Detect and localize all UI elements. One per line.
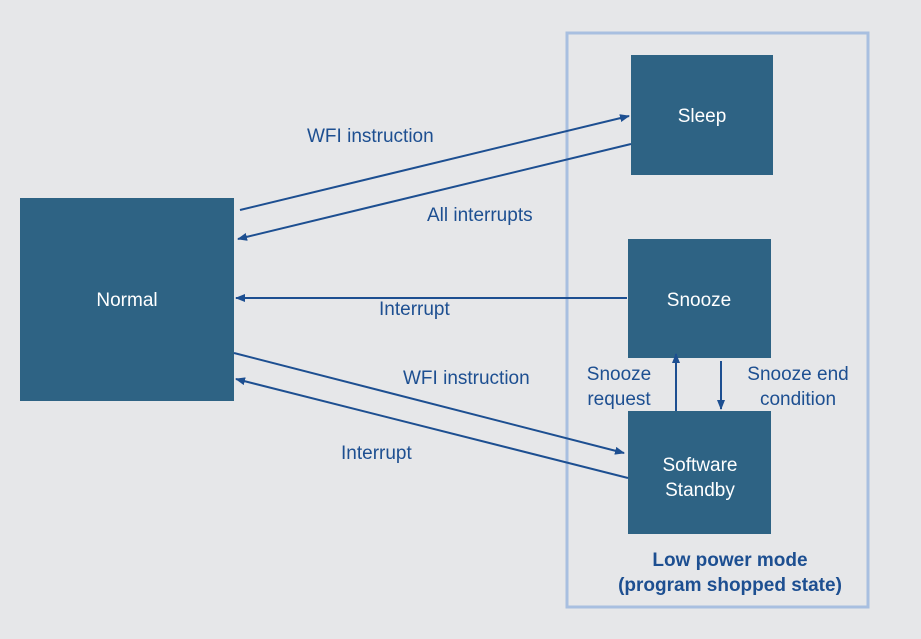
edge-sleep-to-normal: All interrupts [237, 143, 632, 241]
label-snooze-to-standby-line1: Snooze end [747, 364, 848, 385]
node-software-standby-box [628, 411, 771, 534]
low-power-mode-border [565, 31, 870, 609]
node-normal: Normal [20, 198, 234, 401]
edge-standby-to-normal: Interrupt [235, 377, 629, 479]
low-power-mode-group: Low power mode (program shopped state) [565, 31, 870, 609]
arrow-normal-to-standby [233, 352, 625, 455]
edge-snooze-to-normal: Interrupt [235, 294, 627, 320]
node-software-standby-label-line1: Software [663, 455, 738, 476]
node-snooze-label: Snooze [667, 290, 731, 311]
node-normal-box [20, 198, 234, 401]
edge-standby-to-snooze: Snooze request [587, 353, 680, 411]
low-power-mode-subtitle: (program shopped state) [618, 575, 842, 596]
node-normal-label: Normal [96, 290, 157, 311]
node-sleep-label: Sleep [678, 106, 727, 127]
edge-snooze-to-standby: Snooze end condition [717, 361, 849, 410]
label-snooze-to-standby-line2: condition [760, 389, 836, 410]
node-snooze: Snooze [628, 239, 771, 358]
edge-normal-to-sleep: WFI instruction [239, 114, 630, 211]
label-standby-to-snooze-line1: Snooze [587, 364, 651, 385]
node-snooze-box [628, 239, 771, 358]
node-sleep: Sleep [631, 55, 773, 175]
arrow-standby-to-normal [235, 377, 629, 479]
arrow-normal-to-sleep [239, 114, 630, 211]
edge-normal-to-standby: WFI instruction [233, 352, 625, 455]
label-standby-to-snooze-line2: request [587, 389, 651, 410]
node-software-standby: Software Standby [628, 411, 771, 534]
label-normal-to-sleep: WFI instruction [307, 126, 434, 147]
arrow-sleep-to-normal [237, 143, 632, 241]
label-snooze-to-normal: Interrupt [379, 299, 450, 320]
low-power-mode-title: Low power mode [652, 550, 807, 571]
node-software-standby-label-line2: Standby [665, 480, 735, 501]
label-normal-to-standby: WFI instruction [403, 368, 530, 389]
label-sleep-to-normal: All interrupts [427, 205, 533, 226]
label-standby-to-normal: Interrupt [341, 443, 412, 464]
node-sleep-box [631, 55, 773, 175]
